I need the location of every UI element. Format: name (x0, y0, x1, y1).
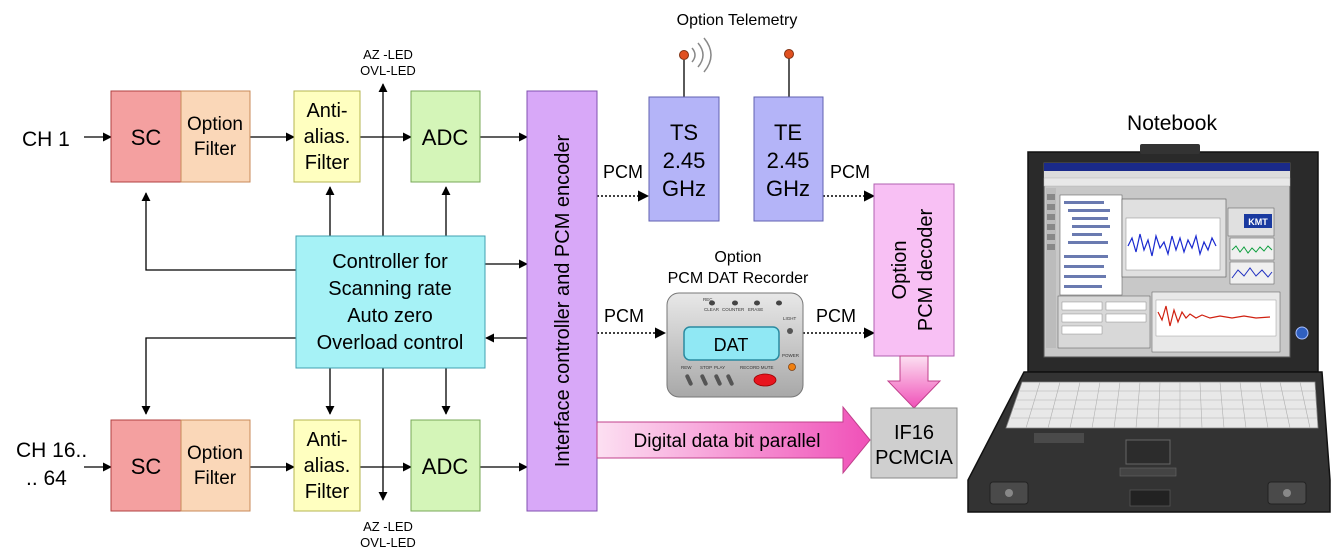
antialias-label-2: alias. (304, 455, 351, 477)
controller-line-4: Overload control (317, 332, 464, 354)
led-top-label-2: OVL-LED (360, 63, 416, 78)
keyboard-keys (1011, 381, 1317, 429)
lid-latch (1140, 144, 1200, 154)
dat-small-label: REC (703, 297, 713, 302)
brand-sticker-icon (1295, 326, 1309, 340)
tree-items (1064, 201, 1110, 288)
record-button (753, 373, 777, 387)
adc-block (410, 419, 481, 512)
sc-block (110, 90, 182, 183)
signal-trace (1157, 305, 1271, 327)
dat-small-label: COUNTER (722, 307, 745, 312)
option-filter-label-1: Option (187, 443, 243, 464)
option-filter-block (180, 90, 251, 183)
channel-16-64-row: SC Option Filter Anti- alias. Filter ADC (110, 419, 481, 512)
option-filter-label-2: Filter (194, 139, 237, 160)
pcm-decoder-block: Option PCM decoder (873, 183, 955, 357)
dat-title-2: PCM DAT Recorder (668, 270, 809, 287)
antenna-tip (679, 50, 689, 60)
dat-small-label: RECORD MUTE (740, 365, 774, 370)
dat-screen-label: DAT (714, 335, 749, 355)
if16-label-2: PCMCIA (875, 447, 953, 469)
ts-label-2: 2.45 (663, 148, 706, 173)
digital-data-arrow (596, 405, 871, 475)
pcm-label-te-out: PCM (830, 162, 870, 182)
dat-small-label: LIGHT (783, 316, 797, 321)
telemetry-title: Option Telemetry (677, 12, 798, 29)
adc-block (410, 90, 481, 183)
notebook-title: Notebook (1127, 112, 1217, 135)
if16-label-1: IF16 (894, 422, 934, 444)
sc-block (110, 419, 182, 512)
option-filter-label-1: Option (187, 114, 243, 135)
dat-small-label: POWER (782, 353, 800, 358)
antialias-label-2: alias. (304, 126, 351, 148)
dat-top-buttons (709, 300, 782, 306)
dat-transport-buttons (685, 374, 734, 386)
option-filter-label-2: Filter (194, 468, 237, 489)
dat-small-label: CLEAR (704, 307, 720, 312)
notebook-illustration: KMT (967, 144, 1331, 513)
ts-label-3: GHz (662, 176, 706, 201)
adc-label: ADC (422, 125, 469, 150)
sc-label: SC (131, 454, 162, 479)
pcm-label-dat-in: PCM (604, 306, 644, 326)
dat-recorder-device: DAT REC CLEAR COUNTER ERASE LIGHT POWER … (666, 292, 804, 398)
signal-waves-icon (691, 37, 712, 73)
controller-line-3: Auto zero (347, 305, 433, 327)
controller-block: Controller for Scanning rate Auto zero O… (295, 235, 486, 369)
light-button (787, 328, 793, 334)
input-ch16-label: CH 16.. (16, 439, 87, 462)
pcm-dotted-links (597, 190, 876, 339)
channel-1-row: SC Option Filter Anti- alias. Filter ADC (110, 90, 481, 183)
dat-small-label: PLAY (714, 365, 725, 370)
led-bottom-label-2: OVL-LED (360, 535, 416, 550)
decoder-to-if16-arrow (886, 355, 942, 409)
adc-label: ADC (422, 454, 469, 479)
pcm-label-dat-out: PCM (816, 306, 856, 326)
antialias-filter-block (293, 419, 361, 512)
ts-transmitter: TS 2.45 GHz (648, 37, 720, 222)
notebook-keyboard (1005, 381, 1319, 429)
signal-trace (1127, 233, 1217, 257)
power-led (788, 363, 796, 371)
digital-data-label: Digital data bit parallel (634, 431, 821, 452)
antialias-filter-block (293, 90, 361, 183)
decoder-label-1: Option (889, 241, 911, 300)
notebook-brand-badge: KMT (1248, 217, 1268, 227)
dat-screen (683, 326, 780, 361)
if16-pcmcia-block: IF16 PCMCIA (870, 407, 958, 479)
te-label-1: TE (774, 120, 802, 145)
interface-label: Interface controller and PCM encoder (552, 134, 574, 467)
led-top-label-1: AZ -LED (363, 47, 413, 62)
te-receiver: TE 2.45 GHz (753, 49, 824, 222)
antenna-tip (784, 49, 794, 59)
sc-label: SC (131, 125, 162, 150)
input-ch1-label: CH 1 (22, 128, 70, 151)
pcm-label-ts-in: PCM (603, 162, 643, 182)
antialias-label-3: Filter (305, 481, 350, 503)
touchpad (1125, 439, 1171, 465)
interface-controller-block: Interface controller and PCM encoder (526, 90, 598, 512)
ts-label-1: TS (670, 120, 698, 145)
option-filter-block (180, 419, 251, 512)
controller-line-1: Controller for (332, 251, 448, 273)
dat-small-label: ERASE (748, 307, 763, 312)
controller-line-2: Scanning rate (328, 278, 451, 300)
led-bottom-label-1: AZ -LED (363, 519, 413, 534)
te-label-2: 2.45 (767, 148, 810, 173)
antialias-label-1: Anti- (306, 100, 347, 122)
dat-small-label: STOP (700, 365, 712, 370)
connectors (84, 58, 790, 501)
antialias-label-3: Filter (305, 152, 350, 174)
dat-small-label: REW (681, 365, 692, 370)
input-ch64-label: .. 64 (26, 467, 67, 490)
dat-title-1: Option (714, 249, 761, 266)
decoder-label-2: PCM decoder (915, 209, 937, 332)
te-label-3: GHz (766, 176, 810, 201)
antialias-label-1: Anti- (306, 429, 347, 451)
